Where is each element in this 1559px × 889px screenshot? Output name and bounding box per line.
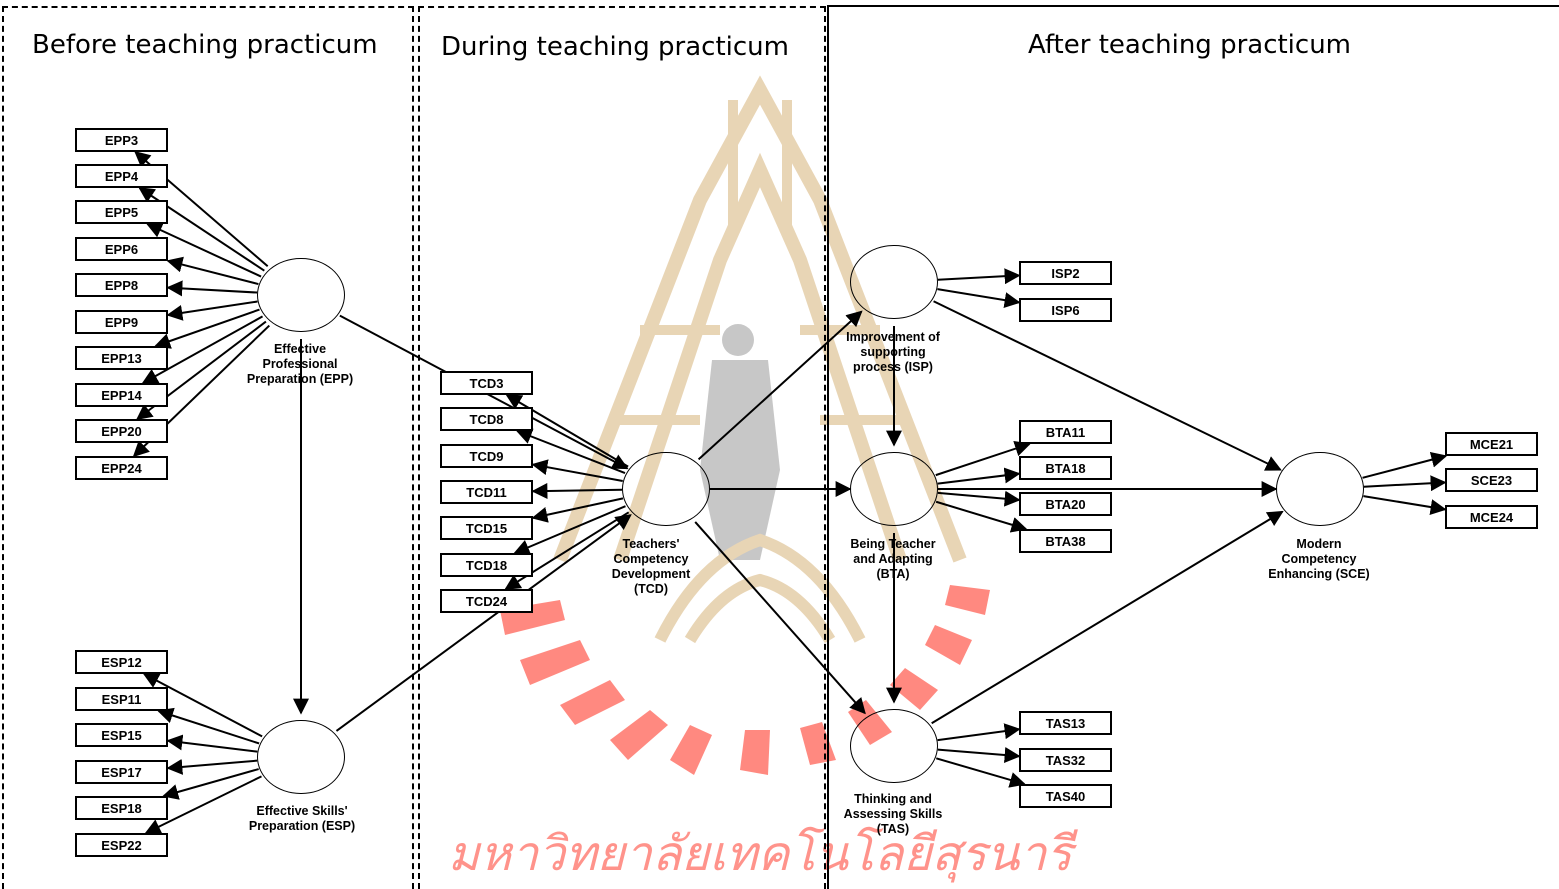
loading-arrow-sce23 (1363, 475, 1447, 492)
indicator-epp20: EPP20 (75, 419, 168, 443)
construct-label-epp: Effective Professional Preparation (EPP) (246, 342, 354, 386)
indicator-epp9: EPP9 (75, 310, 168, 334)
latent-tcd (622, 451, 710, 527)
loading-arrow-tas40 (935, 757, 1026, 788)
construct-label-isp: Improvement of supporting process (ISP) (846, 330, 940, 374)
indicator-tcd18: TCD18 (440, 553, 533, 577)
loading-arrow-epp5 (145, 222, 262, 278)
loading-arrow-bta20 (937, 490, 1021, 507)
seal-statue-silhouette (700, 324, 780, 560)
watermark-thai-text: มหาวิทยาลัยเทคโนโลยีสุรนารี (448, 826, 1078, 883)
construct-label-sce: Modern Competency Enhancing (SCE) (1268, 537, 1370, 581)
latent-isp (850, 244, 938, 320)
indicator-mce21: MCE21 (1445, 432, 1538, 456)
loading-arrow-bta18 (937, 467, 1021, 485)
indicator-tas40: TAS40 (1019, 784, 1112, 808)
indicator-tcd8: TCD8 (440, 407, 533, 431)
panel-before (2, 6, 414, 889)
loading-arrow-tcd15 (531, 497, 624, 523)
indicator-sce23: SCE23 (1445, 468, 1538, 492)
indicator-mce24: MCE24 (1445, 505, 1538, 529)
indicator-epp14: EPP14 (75, 383, 168, 407)
latent-sce (1276, 451, 1364, 527)
indicator-tcd24: TCD24 (440, 589, 533, 613)
latent-tas (850, 708, 938, 784)
loading-arrow-tcd3 (505, 394, 629, 468)
loading-arrow-esp11 (157, 707, 260, 745)
indicator-bta11: BTA11 (1019, 420, 1112, 444)
path-arrow-tcd-isp (697, 310, 863, 461)
path-arrow-isp-sce (933, 300, 1282, 471)
path-arrow-tas-sce (931, 510, 1284, 725)
loading-arrow-epp14 (141, 315, 264, 384)
loading-arrow-tcd11 (531, 482, 623, 499)
indicator-esp12: ESP12 (75, 650, 168, 674)
indicator-epp24: EPP24 (75, 456, 168, 480)
indicator-esp22: ESP22 (75, 833, 168, 857)
indicator-tas13: TAS13 (1019, 711, 1112, 735)
indicator-esp15: ESP15 (75, 723, 168, 747)
loading-arrow-epp13 (154, 308, 260, 349)
loading-arrow-mce24 (1363, 495, 1447, 515)
loading-arrow-tas32 (937, 747, 1021, 764)
indicator-esp17: ESP17 (75, 760, 168, 784)
indicator-isp2: ISP2 (1019, 261, 1112, 285)
latent-epp (257, 257, 345, 333)
seal-outer-arch (553, 75, 967, 563)
phase-title-after: After teaching practicum (1028, 30, 1352, 60)
loading-arrow-isp6 (937, 288, 1021, 308)
seal-lotus (654, 533, 866, 644)
indicator-epp3: EPP3 (75, 128, 168, 152)
panel-after (827, 5, 1559, 889)
construct-label-esp: Effective Skills' Preparation (ESP) (248, 804, 356, 833)
indicator-tcd9: TCD9 (440, 444, 533, 468)
loading-arrow-bta11 (935, 440, 1031, 477)
indicator-bta18: BTA18 (1019, 456, 1112, 480)
loading-arrow-epp6 (166, 256, 259, 286)
loading-arrow-epp8 (166, 280, 258, 297)
indicator-isp6: ISP6 (1019, 298, 1112, 322)
indicator-epp8: EPP8 (75, 273, 168, 297)
loading-arrow-esp22 (144, 775, 262, 834)
indicator-epp13: EPP13 (75, 346, 168, 370)
indicator-tcd3: TCD3 (440, 371, 533, 395)
loading-arrow-tas13 (937, 723, 1021, 742)
indicator-epp5: EPP5 (75, 200, 168, 224)
loading-arrow-bta38 (935, 500, 1028, 533)
path-arrow-tcd-tas (694, 521, 866, 715)
loading-arrow-esp12 (142, 673, 263, 738)
latent-bta (850, 451, 938, 527)
indicator-tcd11: TCD11 (440, 480, 533, 504)
indicator-esp18: ESP18 (75, 796, 168, 820)
loading-arrow-tcd9 (531, 459, 623, 483)
path-arrow-esp-tcd (335, 514, 632, 732)
loading-arrow-isp2 (937, 268, 1021, 285)
indicator-bta20: BTA20 (1019, 492, 1112, 516)
loading-arrow-esp15 (166, 734, 258, 753)
seal-inner-arch (613, 152, 907, 563)
construct-label-tas: Thinking and Assessing Skills (TAS) (843, 792, 943, 836)
loading-arrow-tcd18 (513, 505, 626, 555)
loading-arrow-epp9 (166, 300, 258, 321)
construct-label-bta: Being Teacher and Adapting (BTA) (850, 537, 936, 581)
indicator-tas32: TAS32 (1019, 748, 1112, 772)
indicator-bta38: BTA38 (1019, 529, 1112, 553)
loading-arrow-mce21 (1362, 451, 1448, 479)
loading-arrow-esp18 (162, 768, 259, 800)
phase-title-during: During teaching practicum (441, 32, 789, 62)
indicator-tcd15: TCD15 (440, 516, 533, 540)
indicator-epp6: EPP6 (75, 237, 168, 261)
phase-title-before: Before teaching practicum (32, 30, 378, 60)
panel-during (418, 6, 826, 889)
loading-arrow-esp17 (166, 758, 258, 775)
indicator-epp4: EPP4 (75, 164, 168, 188)
loading-arrow-tcd8 (515, 428, 626, 474)
construct-label-tcd: Teachers' Competency Development (TCD) (611, 537, 691, 596)
latent-esp (257, 719, 345, 795)
indicator-esp11: ESP11 (75, 687, 168, 711)
